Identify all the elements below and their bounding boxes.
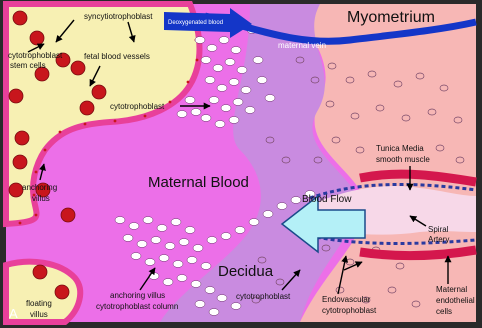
label-panel-letter: A [9,306,18,321]
label-maternal-endothelial-2: endothelial [436,296,475,305]
label-cytotrophoblast-stem-1: cytotrophoblast [8,51,63,60]
label-syncytiotrophoblast: syncytiotrophoblast [84,12,153,21]
label-floating-villus-1: floating [26,299,52,308]
label-spiral-artery-2: Artery [428,235,449,244]
label-maternal-blood: Maternal Blood [148,174,249,191]
label-tunica-media-2: smooth muscle [376,155,430,164]
label-cytotrophoblast-upper: cytotrophoblast [110,102,165,111]
label-deoxygenated-blood: Deoxygenated blood [168,20,223,26]
label-spiral-artery-1: Spiral [428,225,449,234]
label-blood-flow: Blood Flow [302,194,352,205]
label-endovascular-2: cytotrophoblast [322,306,377,315]
label-maternal-endothelial-1: Maternal [436,285,467,294]
label-myometrium: Myometrium [347,9,435,26]
label-cytotrophoblast-lower: cytotrophoblast [236,292,291,301]
label-endovascular-1: Endovascular [322,295,371,304]
label-fetal-blood-vessels: fetal blood vessels [84,52,150,61]
label-tunica-media-1: Tunica Media [376,144,424,153]
label-maternal-endothelial-3: cells [436,307,452,316]
label-cytotrophoblast-stem-2: stem cells [10,61,46,70]
label-anchoring-villus-2: villus [32,194,50,203]
label-anchoring-column-1: anchoring villus [110,291,165,300]
label-maternal-vein: maternal vein [278,41,326,50]
label-anchoring-villus-1: anchoring [22,183,57,192]
label-anchoring-column-2: cytotrophoblast column [96,302,178,311]
label-floating-villus-2: villus [30,310,48,319]
label-decidua: Decidua [218,263,274,280]
